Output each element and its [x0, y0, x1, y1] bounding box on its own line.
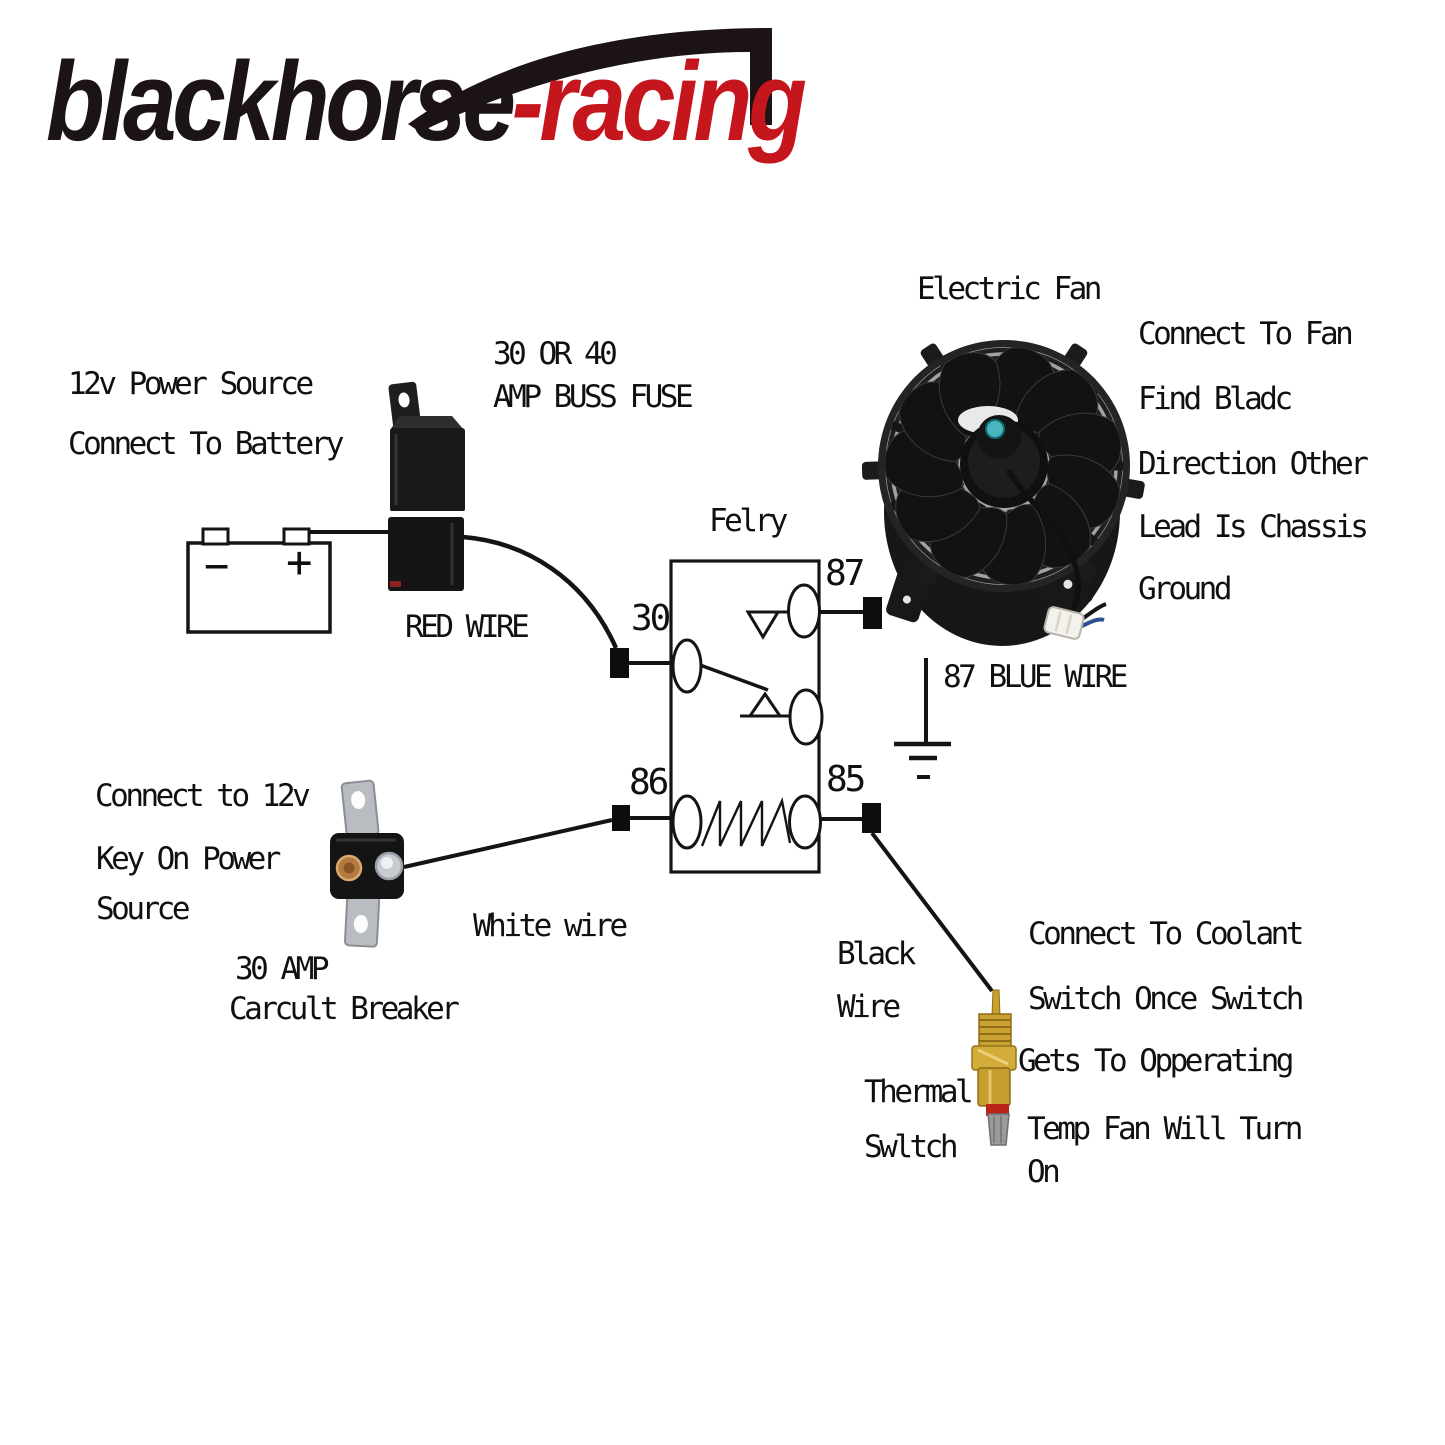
breaker-note-line1: Connect to 12v: [95, 778, 311, 814]
fuse-red-mark: [390, 581, 401, 587]
blue-wire-label: 87 BLUE WIRE: [943, 659, 1128, 695]
thermal-pin: [991, 989, 1001, 1017]
relay-terminal-label-86: 86: [629, 762, 669, 803]
red-wire-label: RED WIRE: [405, 609, 530, 645]
thermal-probe-tip: [987, 1113, 1010, 1146]
relay-terminal-circle-mid: [788, 688, 824, 746]
thermal-note-line4: Temp Fan Will Turn: [1027, 1111, 1303, 1147]
fan-power-wire: [1005, 468, 1081, 616]
thermal-hex-highlight: [977, 1048, 1009, 1066]
connector-square-86: [612, 805, 630, 831]
relay-contact-triangle-87: [745, 610, 781, 640]
thermal-thread-lines: [979, 1019, 1011, 1042]
fuse-lower-body: [388, 517, 464, 591]
breaker-note-line2: Key On Power: [96, 841, 281, 877]
fan-note-line3: Direction Other: [1138, 446, 1369, 482]
fan-title: Electric Fan: [917, 271, 1102, 307]
brand-logo: blackhorse-racing: [46, 46, 807, 158]
connector-square-85: [862, 803, 881, 833]
fuse-holder: [385, 381, 468, 591]
relay-terminal-label-30: 30: [631, 598, 671, 639]
electric-fan-image: [861, 340, 1145, 646]
fuse-upper-top-face: [390, 416, 464, 430]
battery-terminal-negative: [201, 527, 230, 546]
battery-symbol: [186, 527, 332, 634]
relay-internals: [671, 583, 824, 850]
logo-red: -racing: [511, 39, 807, 164]
breaker-tab-top-hole: [351, 791, 366, 810]
fuse-label-line1: 30 OR 40: [493, 336, 618, 372]
relay-terminal-label-85: 85: [826, 759, 866, 800]
wire-white-breaker-to-relay: [403, 818, 613, 869]
thermal-name-line2: Swltch: [864, 1129, 958, 1165]
wire-red-fuse-to-relay: [462, 534, 619, 649]
fan-note-line2: Find Bladc: [1138, 381, 1293, 417]
thermal-name-line1: Thermal: [864, 1074, 974, 1110]
fan-note-line1: Connect To Fan: [1138, 316, 1354, 352]
breaker-tab-top: [340, 779, 380, 839]
breaker-name-line1: 30 AMP: [235, 951, 329, 987]
battery-terminal-positive: [282, 527, 311, 546]
thermal-hex-small: [977, 1067, 1011, 1107]
fuse-label-line2: AMP BUSS FUSE: [493, 379, 694, 415]
black-wire-label-line1: Black: [837, 936, 916, 972]
breaker-stud-silver-center: [381, 857, 393, 869]
logo-black: blackhorse: [46, 39, 516, 164]
connector-square-87: [863, 597, 882, 629]
thermal-note-line3: Gets To Opperating: [1018, 1043, 1294, 1079]
thermal-red-band: [986, 1104, 1009, 1116]
battery-plus-sign: +: [286, 537, 313, 588]
fan-bracket-right-hole: [1063, 579, 1073, 589]
relay-armature-line: [699, 663, 769, 692]
fuse-upper-body: [390, 428, 465, 512]
black-wire-label-line2: Wire: [837, 989, 901, 1025]
thermal-tip-ridges: [993, 1116, 1002, 1143]
breaker-tab-bottom-hole: [353, 915, 368, 933]
breaker-body: [330, 833, 404, 899]
fan-connector-detail: [1054, 611, 1073, 635]
breaker-note-line3: Source: [96, 891, 190, 927]
logo-swoosh-icon: [408, 28, 772, 132]
fuse-mount-hole: [398, 392, 410, 408]
battery-body: [186, 541, 332, 634]
breaker-name-line2: Carcult Breaker: [229, 991, 460, 1027]
thermal-note-line1: Connect To Coolant: [1028, 916, 1304, 952]
thermal-switch-image: [971, 989, 1017, 1146]
fan-note-line4: Lead Is Chassis: [1138, 509, 1369, 545]
thermal-note-line5: On: [1027, 1154, 1061, 1190]
white-wire-label: White wire: [473, 908, 628, 944]
wire-black-relay-to-thermal: [870, 831, 994, 993]
battery-note-line1: 12v Power Source: [68, 366, 314, 402]
fuse-gap: [385, 511, 468, 517]
fan-note-line5: Ground: [1138, 571, 1232, 607]
relay-terminal-circle-85: [788, 794, 822, 850]
fan-hub-teal-dot: [985, 419, 1005, 439]
relay-terminal-circle-87: [787, 583, 821, 639]
fan-connector-plug: [1043, 606, 1085, 640]
battery-minus-sign: −: [204, 541, 230, 590]
thermal-note-line2: Switch Once Switch: [1028, 981, 1304, 1017]
fan-bracket-left-hole: [902, 595, 911, 604]
ground-symbol: [894, 658, 951, 779]
relay-terminal-label-87: 87: [825, 553, 865, 594]
relay-coil-zigzag: [700, 797, 792, 847]
relay-armature-triangle: [747, 691, 783, 718]
relay-terminal-circle-30: [671, 638, 703, 694]
relay-title: Felry: [709, 503, 788, 539]
connector-square-30: [610, 648, 629, 678]
circuit-breaker-image: [330, 779, 404, 948]
relay-terminal-circle-86: [671, 794, 703, 850]
breaker-stud-copper-center: [343, 862, 355, 874]
battery-note-line2: Connect To Battery: [68, 426, 344, 462]
